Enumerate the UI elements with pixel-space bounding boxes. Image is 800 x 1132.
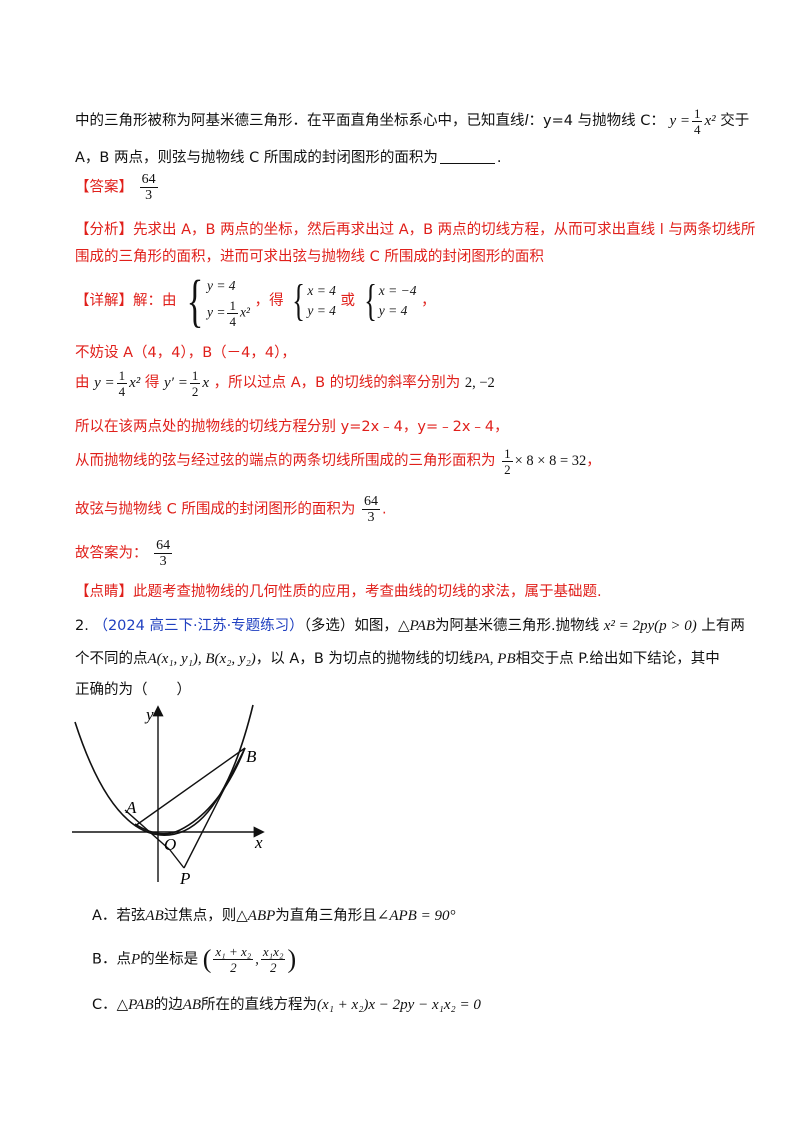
tangent-PB bbox=[183, 747, 246, 869]
analysis-line1: 【分析】先求出 A，B 两点的坐标，然后再求出过 A，B 两点的切线方程，从而可… bbox=[75, 222, 756, 238]
option-C[interactable]: C．△PAB的边AB所在的直线方程为(x₁ + x₂)x − 2py − x₁x… bbox=[92, 997, 481, 1013]
chord-AB bbox=[134, 747, 246, 827]
label-P: P bbox=[179, 869, 190, 888]
tangent-PA-ext bbox=[169, 849, 185, 869]
slopes: 2, −2 bbox=[464, 374, 495, 391]
problem1-question: A，B 两点，则弦与抛物线 C 所围成的封闭图形的面积为 bbox=[75, 150, 438, 166]
outer-parabola bbox=[74, 704, 254, 836]
parabola-figure: y x O A B P bbox=[72, 704, 265, 888]
analysis-line2: 围成的三角形的面积，进而可求出弦与抛物线 C 所围成的封闭图形的面积 bbox=[75, 249, 544, 265]
option-A[interactable]: A．若弦AB过焦点，则△ABP为直角三角形且∠APB = 90° bbox=[92, 908, 456, 924]
problem1-line2: A，B 两点，则弦与抛物线 C 所围成的封闭图形的面积为. bbox=[75, 150, 502, 166]
label-y: y bbox=[144, 705, 154, 724]
problem1-text: 中的三角形被称为阿基米德三角形．在平面直角坐标系心中，已知直线 bbox=[75, 112, 525, 129]
problem1-line1: 中的三角形被称为阿基米德三角形．在平面直角坐标系心中，已知直线l：y=4 与抛物… bbox=[75, 106, 749, 137]
comment-line: 【点睛】此题考查抛物线的几何性质的应用，考查曲线的切线的求法，属于基础题. bbox=[75, 584, 602, 600]
label-x: x bbox=[254, 833, 263, 852]
problem1-text-mid: ：y=4 与抛物线 C： bbox=[528, 112, 665, 129]
label-A: A bbox=[125, 798, 137, 817]
comment-tag: 【点睛】 bbox=[75, 584, 133, 600]
problem2-line3: 正确的为（ ） bbox=[75, 682, 191, 698]
line-l-label: l bbox=[524, 112, 529, 129]
detail-tag: 【详解】 bbox=[75, 293, 133, 309]
assume-line: 不妨设 A（4，4），B（－4，4）， bbox=[75, 345, 296, 361]
problem-source: （2024 高三下·江苏·专题练习） bbox=[93, 618, 304, 634]
problem2-line2: 个不同的点A(x₁, y₁), B(x₂, y₂)，以 A，B 为切点的抛物线的… bbox=[75, 651, 720, 667]
problem2-line1: 2. （2024 高三下·江苏·专题练习）（多选）如图，△PAB为阿基米德三角形… bbox=[75, 618, 745, 634]
problem1-text-end: 交于 bbox=[720, 112, 750, 129]
tangent-line-eqs: 所以在该两点处的抛物线的切线方程分别 y=2x﹣4，y=﹣2x﹣4， bbox=[75, 419, 509, 435]
label-O: O bbox=[164, 835, 176, 854]
analysis-tag: 【分析】 bbox=[75, 222, 133, 238]
tangent-PA bbox=[124, 809, 171, 851]
answer-blank bbox=[439, 163, 495, 164]
answer-tag: 【答案】 bbox=[75, 179, 133, 196]
inner-parabola bbox=[134, 747, 246, 835]
label-B: B bbox=[246, 747, 257, 766]
